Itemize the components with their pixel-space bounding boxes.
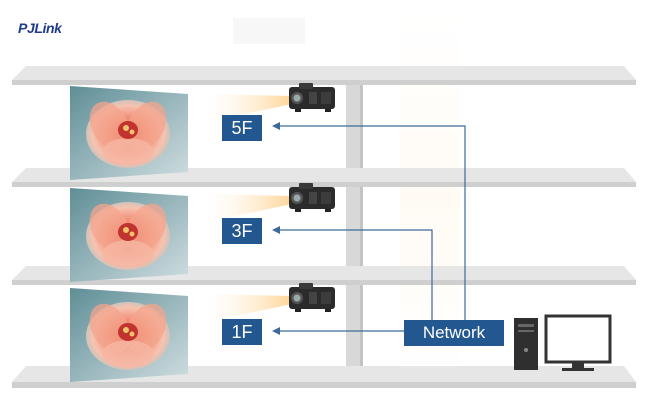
light-beam-3f <box>206 194 292 222</box>
shelf-top <box>12 66 636 85</box>
arrowheads <box>272 122 280 335</box>
line-to-3f <box>278 229 433 320</box>
logo-text: PJLink <box>18 20 62 36</box>
floor-label-5f: 5F <box>222 115 262 141</box>
network-lines <box>278 125 466 332</box>
network-label: Network <box>404 320 504 346</box>
monitor-icon <box>544 314 612 371</box>
title-placeholder <box>233 18 305 44</box>
light-beam-1f <box>206 294 292 322</box>
floor-label-1f: 1F <box>222 319 262 345</box>
floor-label-3f: 3F <box>222 218 262 244</box>
projector-icon-3f <box>289 183 335 212</box>
flower-screen-image-3f <box>70 188 188 282</box>
computer-tower-icon <box>514 318 538 370</box>
projector-icon-5f <box>289 83 335 112</box>
line-to-5f <box>278 125 466 320</box>
flower-screen-image-1f <box>70 288 188 382</box>
pjlink-logo: PJLink <box>18 19 62 37</box>
flower-screen-image-5f <box>70 86 188 180</box>
projector-icon-1f <box>289 283 335 312</box>
